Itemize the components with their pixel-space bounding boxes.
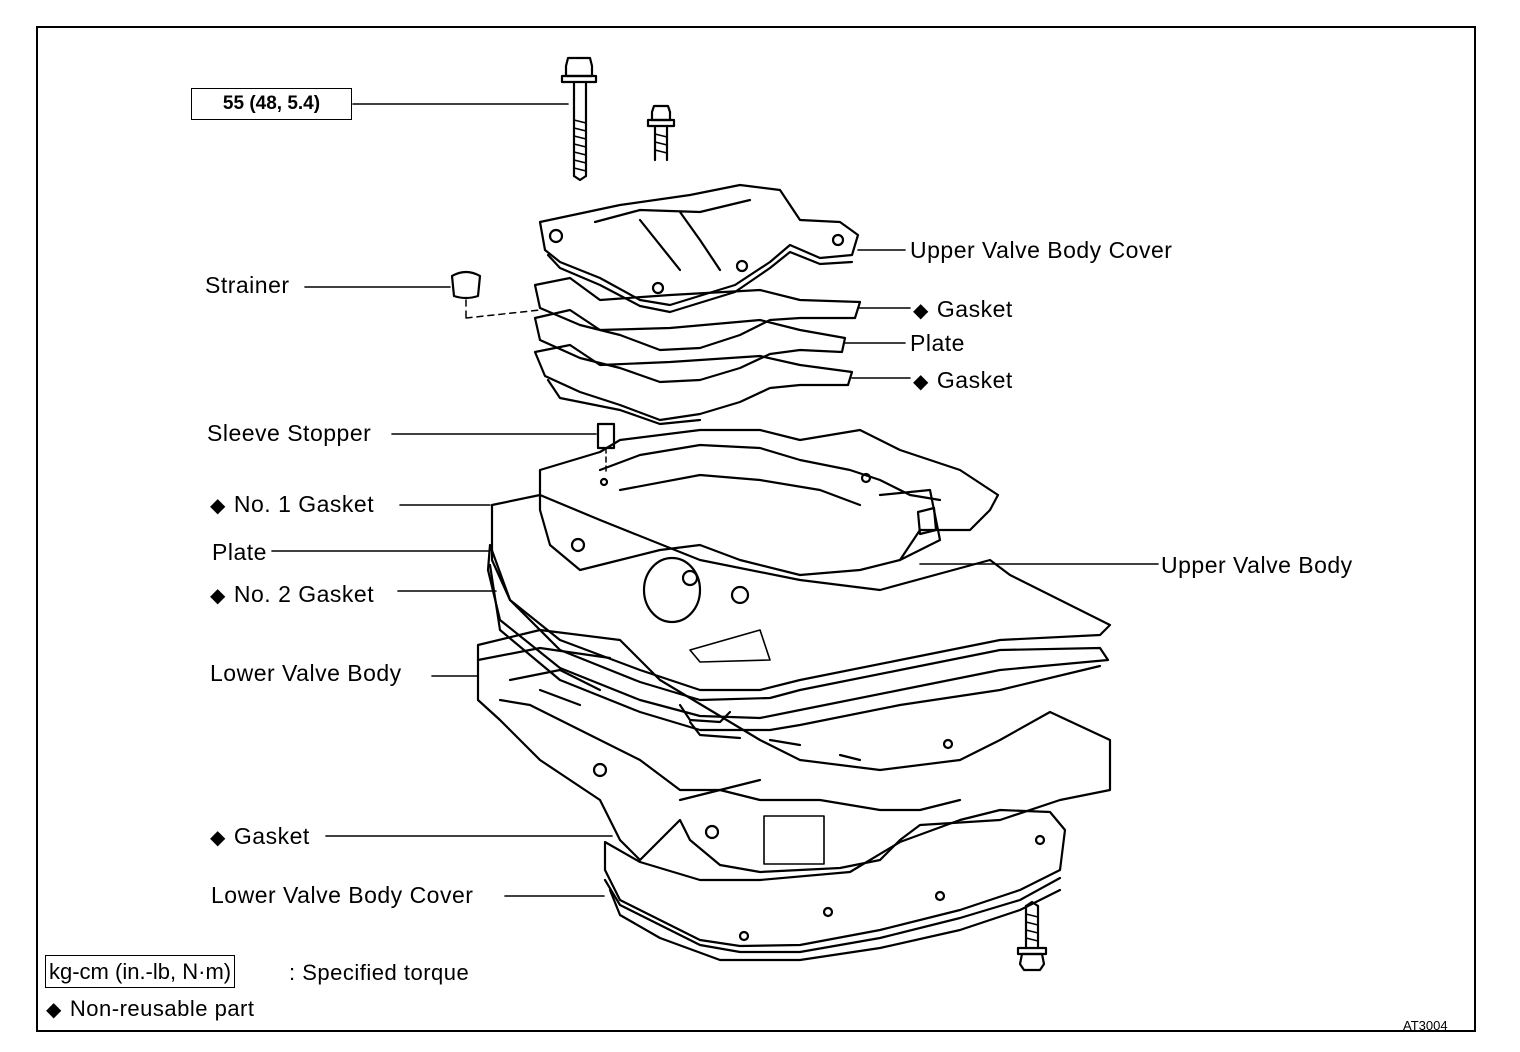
- label-upper-valve-body-cover: Upper Valve Body Cover: [910, 237, 1173, 263]
- plate-upper: [533, 308, 847, 384]
- label-strainer: Strainer: [205, 272, 290, 298]
- label-upper-valve-body: Upper Valve Body: [1161, 552, 1353, 578]
- label-plate-middle: Plate: [212, 539, 267, 565]
- label-plate-upper: Plate: [910, 330, 965, 356]
- legend-torque-desc: : Specified torque: [289, 960, 470, 985]
- gasket-plate-2: [533, 343, 854, 426]
- torque-callout: 55 (48, 5.4): [191, 88, 352, 120]
- strainer: [450, 270, 541, 319]
- lower-valve-body: [476, 628, 1112, 874]
- lower-gasket-and-cover: [603, 808, 1067, 962]
- non-reusable-marker-icon: ◆: [210, 827, 226, 849]
- label-lower-valve-body-cover: Lower Valve Body Cover: [211, 882, 474, 908]
- non-reusable-marker-icon: ◆: [46, 999, 62, 1021]
- label-no2-gasket: ◆No. 2 Gasket: [210, 581, 375, 607]
- label-gasket-1: ◆Gasket: [913, 296, 1013, 322]
- legend-torque-units: kg-cm (in.-lb, N·m): [45, 955, 236, 988]
- figure-code: AT3004: [1403, 1018, 1448, 1033]
- non-reusable-marker-icon: ◆: [210, 495, 226, 517]
- label-no1-gasket: ◆No. 1 Gasket: [210, 491, 375, 517]
- upper-valve-body-cover: [538, 183, 860, 314]
- label-sleeve-stopper: Sleeve Stopper: [207, 420, 372, 446]
- non-reusable-marker-icon: ◆: [913, 300, 929, 322]
- diagram-frame: [36, 26, 1476, 1032]
- legend-nonreusable: ◆Non-reusable part: [46, 996, 255, 1021]
- long-bolt: [560, 56, 598, 182]
- non-reusable-marker-icon: ◆: [913, 371, 929, 393]
- middle-plates: [486, 493, 1112, 740]
- label-gasket-lower: ◆Gasket: [210, 823, 310, 849]
- upper-valve-body: [538, 428, 1000, 624]
- label-lower-valve-body: Lower Valve Body: [210, 660, 402, 686]
- label-gasket-2: ◆Gasket: [913, 367, 1013, 393]
- gasket-plate-1: [533, 276, 862, 352]
- bottom-bolt: [1016, 900, 1048, 972]
- non-reusable-marker-icon: ◆: [210, 585, 226, 607]
- short-bolt: [646, 104, 676, 162]
- leader-lines: [271, 103, 1159, 897]
